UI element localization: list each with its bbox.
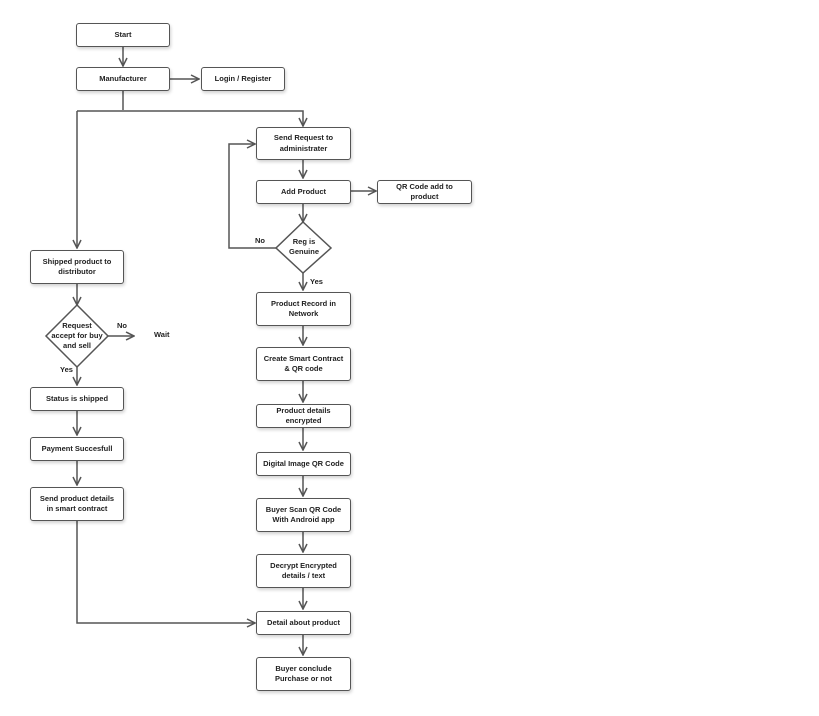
yes-label-reg: Yes: [310, 277, 323, 286]
payment-node: Payment Succesfull: [30, 437, 124, 461]
edge-reg-no-loop: [228, 144, 277, 249]
request-accept-decision-label: Request accept for buy and sell: [51, 321, 103, 350]
buyer-scan-node: Buyer Scan QR Code With Android app: [256, 498, 351, 532]
start-node: Start: [76, 23, 170, 47]
decision-diamond-request-accept: [44, 303, 110, 369]
login-register-node: Login / Register: [201, 67, 285, 91]
product-record-node: Product Record in Network: [256, 292, 351, 326]
reg-genuine-decision-label: Reg is Genuine: [288, 237, 319, 256]
add-product-node: Add Product: [256, 180, 351, 204]
decrypt-node: Decrypt Encrypted details / text: [256, 554, 351, 588]
decision-diamond-reg-genuine: [274, 220, 333, 275]
status-shipped-node: Status is shipped: [30, 387, 124, 411]
send-request-node: Send Request to administrater: [256, 127, 351, 160]
edge-split-right: [77, 110, 303, 126]
no-label-reg: No: [255, 236, 265, 245]
edge-send-detail: [76, 521, 255, 623]
send-details-node: Send product details in smart contract: [30, 487, 124, 521]
detail-about-product-node: Detail about product: [256, 611, 351, 635]
encrypted-node: Product details encrypted: [256, 404, 351, 428]
smart-contract-node: Create Smart Contract & QR code: [256, 347, 351, 381]
wait-label: Wait: [154, 330, 170, 339]
shipped-product-node: Shipped product to distributor: [30, 250, 124, 284]
manufacturer-node: Manufacturer: [76, 67, 170, 91]
buyer-conclude-node: Buyer conclude Purchase or not: [256, 657, 351, 691]
yes-label-request: Yes: [60, 365, 73, 374]
qr-code-add-node: QR Code add to product: [377, 180, 472, 204]
digital-qr-node: Digital Image QR Code: [256, 452, 351, 476]
no-label-request: No: [117, 321, 127, 330]
